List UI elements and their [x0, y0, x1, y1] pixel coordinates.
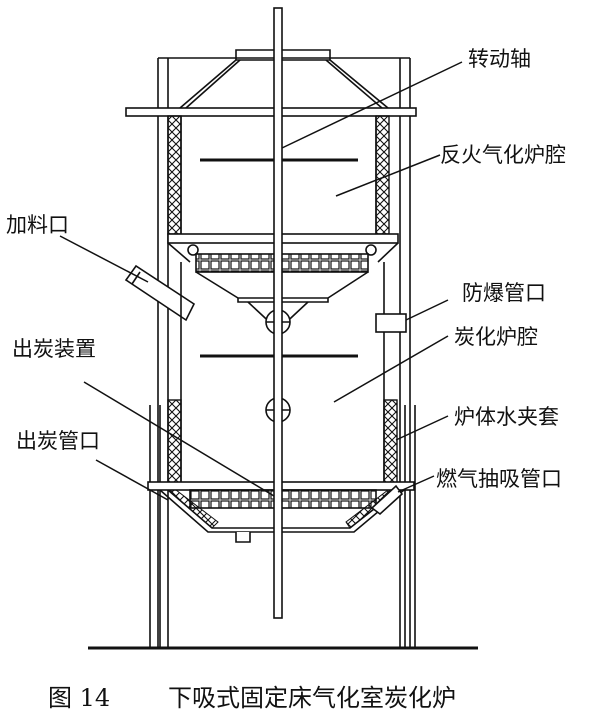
leader-lines: [59, 61, 463, 501]
lower-chamber: [167, 262, 398, 487]
top-flange: [125, 107, 417, 117]
label-charcoal-outlet: 出炭管口: [16, 429, 100, 453]
label-explosion-vent: 防爆管口: [462, 281, 546, 305]
lower-grate: [189, 489, 377, 509]
top-hood: [179, 49, 389, 109]
label-carbonization-chamber: 炭化炉腔: [454, 325, 538, 349]
label-reverse-gasifier-chamber: 反火气化炉腔: [440, 143, 566, 167]
figure-number: 图 14: [48, 684, 110, 712]
label-feed-port: 加料口: [6, 213, 69, 237]
rotating-shaft: [273, 7, 283, 619]
figure-title: 下吸式固定床气化室炭化炉: [168, 684, 456, 712]
upper-chamber: [167, 115, 390, 235]
feed-port: [124, 264, 196, 322]
label-water-jacket: 炉体水夹套: [454, 405, 559, 429]
label-charcoal-discharge-device: 出炭装置: [12, 337, 96, 361]
middle-flange: [167, 233, 399, 263]
explosion-vent: [375, 313, 407, 333]
upper-funnel: [195, 271, 369, 303]
gas-suction-pipe: [370, 484, 404, 516]
bottom-outlet: [235, 532, 251, 543]
label-gas-suction-outlet: 燃气抽吸管口: [436, 467, 562, 491]
label-rotating-shaft: 转动轴: [468, 47, 531, 71]
